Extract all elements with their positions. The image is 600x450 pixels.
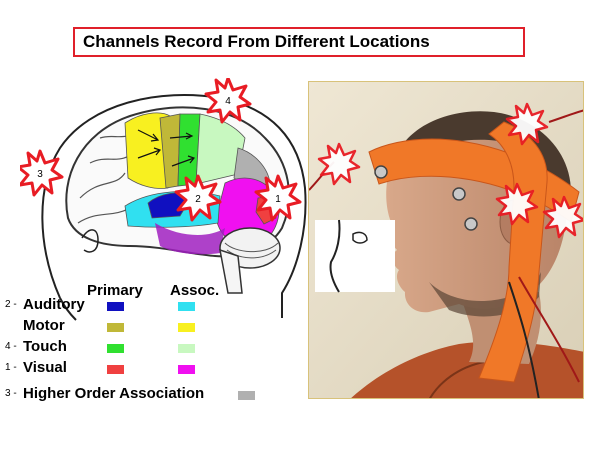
legend-row-label: Motor — [23, 317, 65, 334]
swatch-motor-assoc — [178, 323, 195, 332]
legend-row-number: 3 - — [5, 388, 17, 399]
face-outline — [59, 297, 77, 321]
brain-diagram: 4 3 2 1 — [20, 78, 307, 321]
marker-2: 2 — [174, 174, 222, 222]
marker-1-label: 1 — [275, 194, 281, 205]
photo-marker — [495, 182, 539, 226]
legend-row-label: Higher Order Association — [23, 385, 205, 402]
electrode-snap — [452, 187, 466, 201]
inset-face-profile — [329, 219, 341, 293]
photo-panel — [308, 81, 584, 399]
electrode-wire — [548, 109, 583, 123]
ear-icon — [81, 229, 99, 253]
inset-eye — [352, 231, 368, 244]
marker-3: 3 — [20, 149, 64, 197]
swatch-motor-primary — [107, 323, 124, 332]
legend-row-label: Touch — [23, 338, 67, 355]
swatch-visual-assoc — [178, 365, 195, 374]
swatch-auditory-assoc — [178, 302, 195, 311]
legend-row-number: 4 - — [5, 341, 17, 352]
title-box: Channels Record From Different Locations — [73, 27, 525, 57]
marker-4-label: 4 — [225, 96, 231, 107]
electrode-wire — [508, 281, 540, 398]
marker-4: 4 — [204, 78, 252, 124]
electrode-wire — [518, 276, 580, 383]
legend-row-number: 2 - — [5, 299, 17, 310]
marker-3-label: 3 — [37, 169, 43, 180]
swatch-higher-assoc — [238, 391, 255, 400]
electrode-snap — [464, 217, 478, 231]
swatch-visual-primary — [107, 365, 124, 374]
legend-row-label: Visual — [23, 359, 67, 376]
legend-primary-header: Primary — [87, 282, 143, 299]
page-title: Channels Record From Different Locations — [83, 32, 430, 51]
motor-arrows — [137, 129, 196, 167]
marker-2-label: 2 — [195, 194, 201, 205]
swatch-touch-primary — [107, 344, 124, 353]
marker-1: 1 — [254, 174, 302, 222]
swatch-auditory-primary — [107, 302, 124, 311]
inset-box — [315, 220, 395, 292]
legend: Primary Assoc. 2 - Auditory Motor 4 - To… — [5, 282, 255, 402]
photo-marker — [542, 195, 583, 239]
photo-marker — [317, 142, 361, 186]
brainstem — [219, 248, 243, 294]
region-temporal-lower — [155, 223, 225, 255]
headband-photo-illustration — [309, 82, 583, 398]
headband-vertical — [478, 121, 548, 383]
swatch-touch-assoc — [178, 344, 195, 353]
electrode-snap — [374, 165, 388, 179]
legend-assoc-header: Assoc. — [170, 282, 220, 299]
legend-row-label: Auditory — [23, 296, 85, 313]
photo-marker — [505, 102, 549, 146]
legend-row-number: 1 - — [5, 362, 17, 373]
